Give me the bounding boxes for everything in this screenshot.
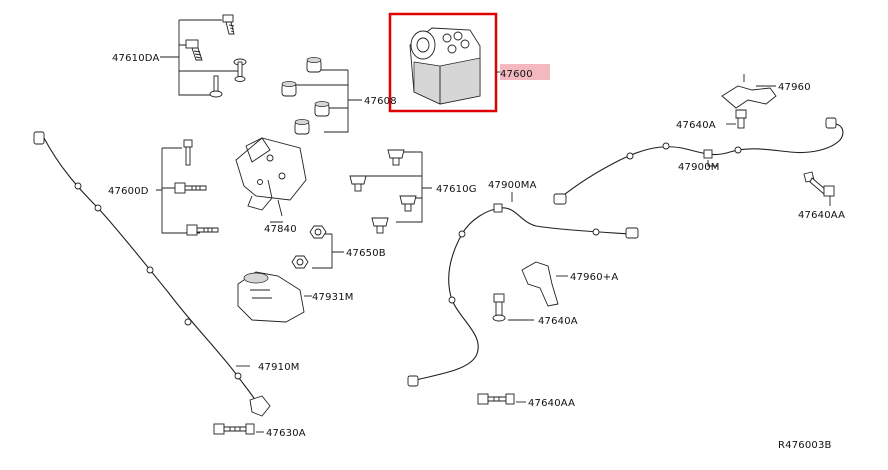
label-47600D[interactable]: 47600D (108, 186, 149, 197)
label-47608[interactable]: 47608 (364, 96, 397, 107)
label-47650B[interactable]: 47650B (346, 248, 386, 259)
label-47960A[interactable]: 47960+A (570, 272, 618, 283)
abs-actuator-47600[interactable] (388, 12, 508, 113)
label-47900M[interactable]: 47900M (678, 162, 720, 173)
label-47640AA-bottom[interactable]: 47640AA (528, 398, 575, 409)
label-47931M[interactable]: 47931M (312, 292, 354, 303)
bracket-47960A[interactable] (521, 261, 568, 307)
label-47610DA[interactable]: 47610DA (112, 53, 160, 64)
label-47910M[interactable]: 47910M (258, 362, 300, 373)
bracket-47840[interactable] (235, 137, 307, 223)
label-47900MA[interactable]: 47900MA (488, 180, 537, 191)
bolt-47640AA-right[interactable] (803, 171, 835, 206)
label-47610G[interactable]: 47610G (436, 184, 477, 195)
sensor-47931M[interactable] (237, 271, 312, 323)
bolt-47640AA-bottom[interactable] (477, 393, 526, 405)
reference-code: R476003B (778, 440, 832, 451)
cable-47910M[interactable] (33, 131, 271, 417)
bolt-group-47610DA[interactable] (160, 14, 247, 98)
highlight-box (388, 12, 498, 113)
cable-47900M[interactable] (553, 117, 844, 205)
label-47640A-top[interactable]: 47640A (676, 120, 716, 131)
bolt-group-47600D[interactable] (156, 139, 219, 236)
sensor-47640A-mid[interactable] (492, 293, 534, 322)
grommet-group-47608[interactable] (281, 57, 362, 135)
label-47840[interactable]: 47840 (264, 224, 297, 235)
sensor-47640A-top[interactable] (726, 109, 747, 129)
clip-group-47610G[interactable] (349, 149, 432, 234)
label-47600[interactable]: 47600 (500, 69, 533, 80)
label-47600-bg (500, 64, 550, 80)
label-47640AA-right[interactable]: 47640AA (798, 210, 845, 221)
label-47960[interactable]: 47960 (778, 82, 811, 93)
cable-47900MA[interactable] (407, 192, 639, 387)
label-47630A[interactable]: 47630A (266, 428, 306, 439)
bolt-47630A[interactable] (213, 423, 264, 435)
label-47640A-mid[interactable]: 47640A (538, 316, 578, 327)
nut-group-47650B[interactable] (291, 225, 344, 269)
bracket-47960[interactable] (721, 74, 777, 109)
